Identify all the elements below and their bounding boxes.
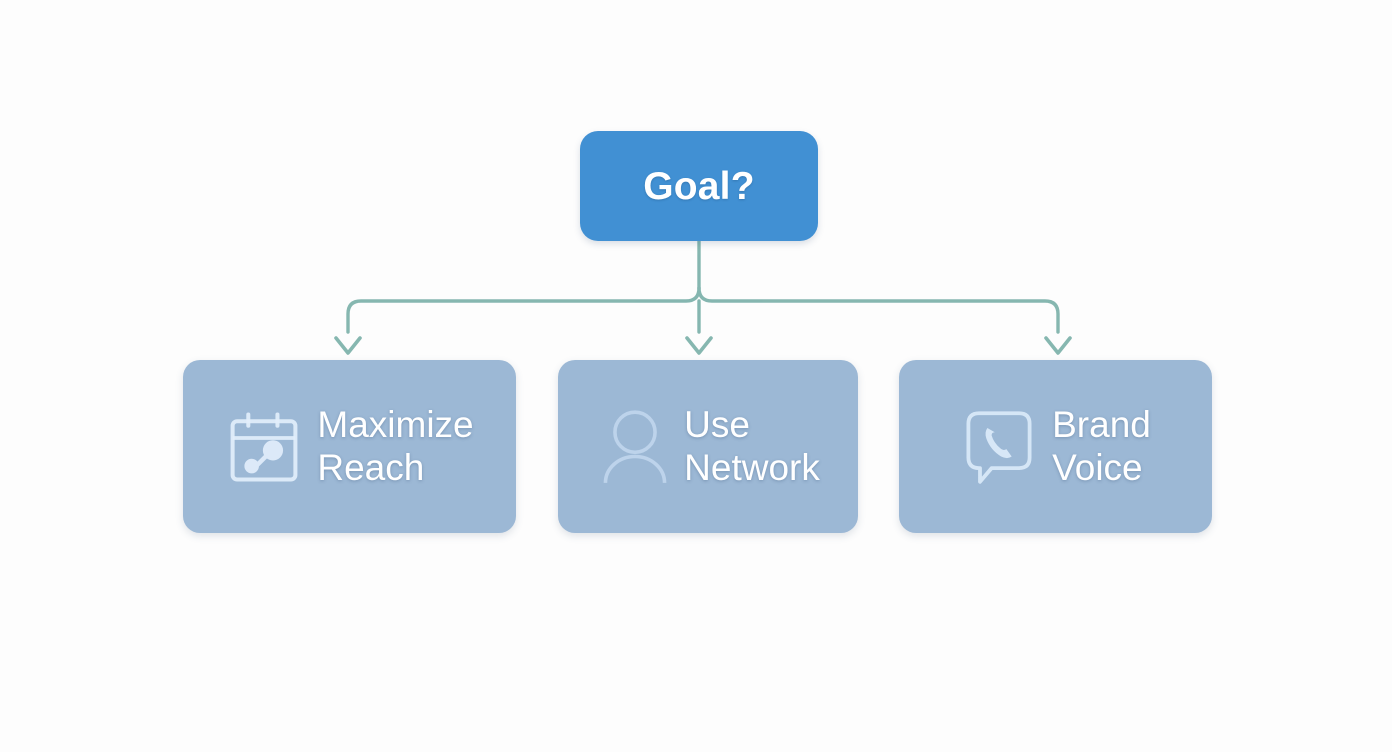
node-brand-voice-label: Brand Voice	[1052, 403, 1151, 488]
connector-bus-right	[697, 286, 1060, 334]
arrowhead-right	[1044, 336, 1072, 355]
node-goal-label: Goal?	[643, 164, 755, 208]
node-brand-voice[interactable]: Brand Voice	[899, 360, 1212, 533]
node-use-network[interactable]: Use Network	[558, 360, 858, 533]
connector-bus-left	[346, 286, 701, 334]
phone-speech-bubble-icon	[960, 405, 1038, 489]
node-use-network-label: Use Network	[684, 403, 820, 488]
node-maximize-reach[interactable]: Maximize Reach	[183, 360, 516, 533]
person-icon	[596, 405, 674, 489]
node-goal[interactable]: Goal?	[580, 131, 818, 241]
calendar-network-icon	[225, 405, 303, 489]
arrowhead-middle	[685, 336, 713, 355]
arrowhead-left	[334, 336, 362, 355]
node-maximize-reach-label: Maximize Reach	[317, 403, 474, 488]
